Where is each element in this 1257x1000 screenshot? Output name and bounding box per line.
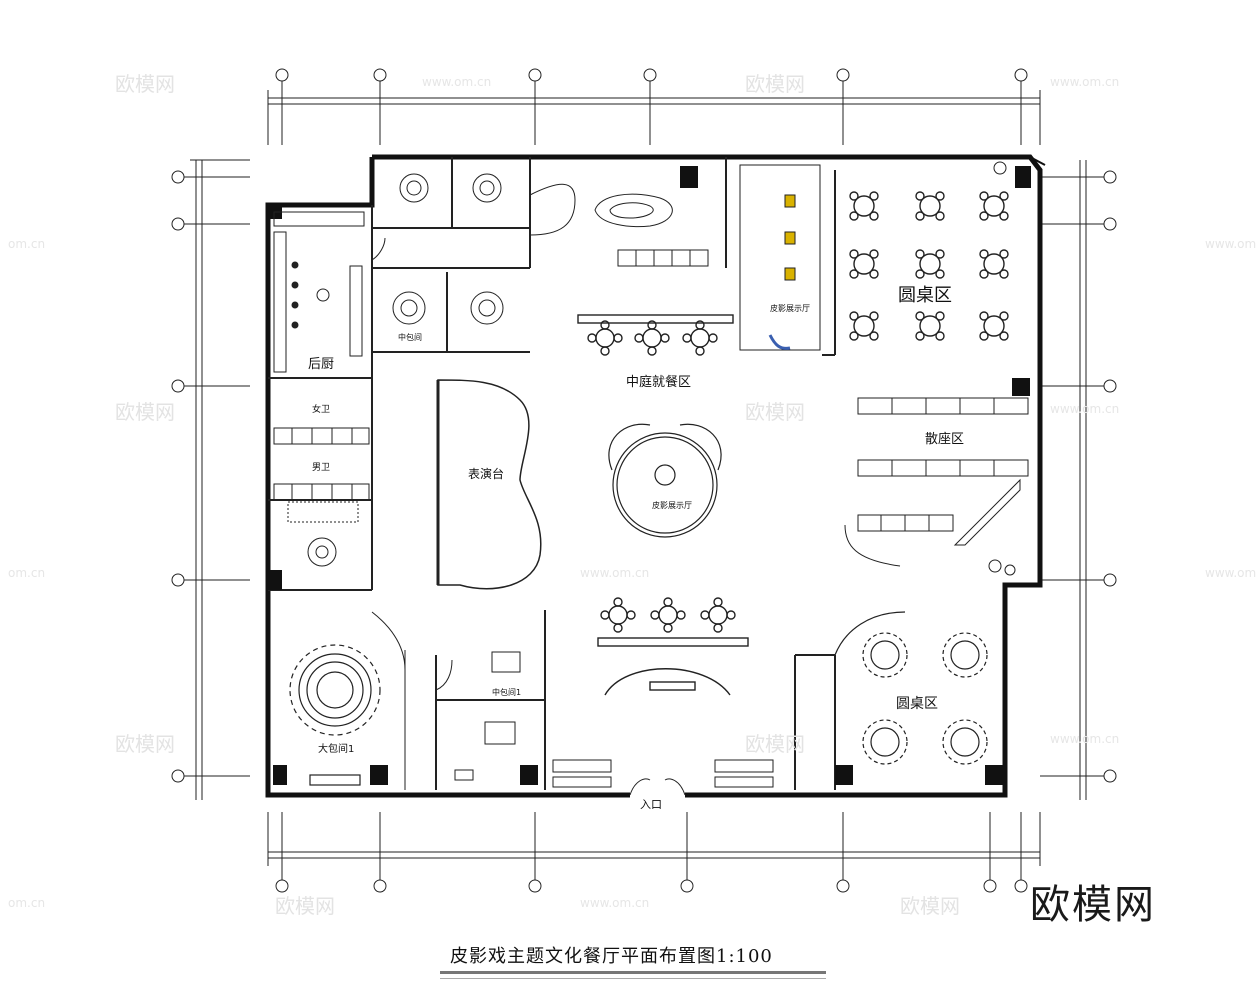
round-table-area-bottom-tables [834,611,988,765]
watermark-url-3: www.om.cn [1050,402,1120,416]
label-shadow-exhibit-hall: 皮影展示厅 [652,500,692,510]
kitchen-fixtures [273,211,365,373]
private-room-tables-bottom [454,651,521,781]
watermark-logo-6: 欧模网 [745,732,805,756]
watermark-url-1: www.om.cn [422,75,492,89]
watermark-logo-3: 欧模网 [115,400,175,424]
rockery-feature [529,183,709,267]
watermark-logo-1: 欧模网 [115,72,175,96]
watermark-url-4: www.om.cn [580,566,650,580]
corner-plants [988,161,1016,576]
watermark-logo-2: 欧模网 [745,72,805,96]
label-kitchen: 后厨 [308,357,334,372]
atrium-tables [577,314,749,696]
label-private-room-a: 中包间 [398,332,422,342]
watermark-logo-4: 欧模网 [745,400,805,424]
label-shadow-exhibit-right: 皮影展示厅 [770,303,810,313]
title-underline-thin [440,978,826,979]
large-private-room-table [289,644,381,786]
watermark-logo-7: 欧模网 [275,894,335,918]
label-private-room-b: 中包间1 [492,687,521,697]
watermark-url-5: www.om.cn [1050,732,1120,746]
watermark-short-url-2: om.cn [8,566,46,580]
dimension-lines-right [1040,160,1117,800]
performance-stage-shape [436,379,542,590]
round-table-area-top-tables [849,191,1009,341]
exhibit-corridor [739,164,821,351]
room-labels: 后厨 女卫 男卫 表演台 中庭就餐区 散座区 圆桌区 圆桌区 大包间1 中包间 … [308,285,964,811]
label-male-wc: 男卫 [312,462,330,473]
label-performance-stage: 表演台 [468,466,504,481]
watermark-short-url-1: om.cn [8,237,46,251]
watermark-short-url-3: om.cn [8,896,46,910]
private-room-tables-top [307,173,504,567]
label-scattered-seating: 散座区 [925,432,964,447]
dimension-lines-left [171,159,250,800]
interior-walls [268,157,836,790]
title-underline-thick [440,971,826,974]
brand-logo: 欧模网 [1030,882,1156,928]
label-atrium-dining: 中庭就餐区 [626,374,691,390]
watermark-url-6: www.om.cn [580,896,650,910]
scattered-seating-tables [844,397,1029,567]
watermark-url-2: www.om.cn [1050,75,1120,89]
watermark-url-8: www.om.cn [1205,566,1257,580]
watermark-logo-8: 欧模网 [900,894,960,918]
label-round-table-top: 圆桌区 [898,285,952,306]
restroom-stalls [273,427,370,523]
door-swings [371,237,453,790]
central-exhibit-circle [608,423,722,538]
label-female-wc: 女卫 [312,403,330,415]
entrance-seating [552,759,774,796]
watermark-logo-5: 欧模网 [115,732,175,756]
dimension-lines-bottom [267,812,1041,893]
dimension-lines-top [267,68,1041,145]
label-large-private-room: 大包间1 [318,742,354,755]
watermark-url-7: www.om.cn [1205,237,1257,251]
label-entrance: 入口 [640,798,662,811]
drawing-title: 皮影戏主题文化餐厅平面布置图1:100 [450,946,773,967]
label-round-table-bottom: 圆桌区 [896,696,938,712]
